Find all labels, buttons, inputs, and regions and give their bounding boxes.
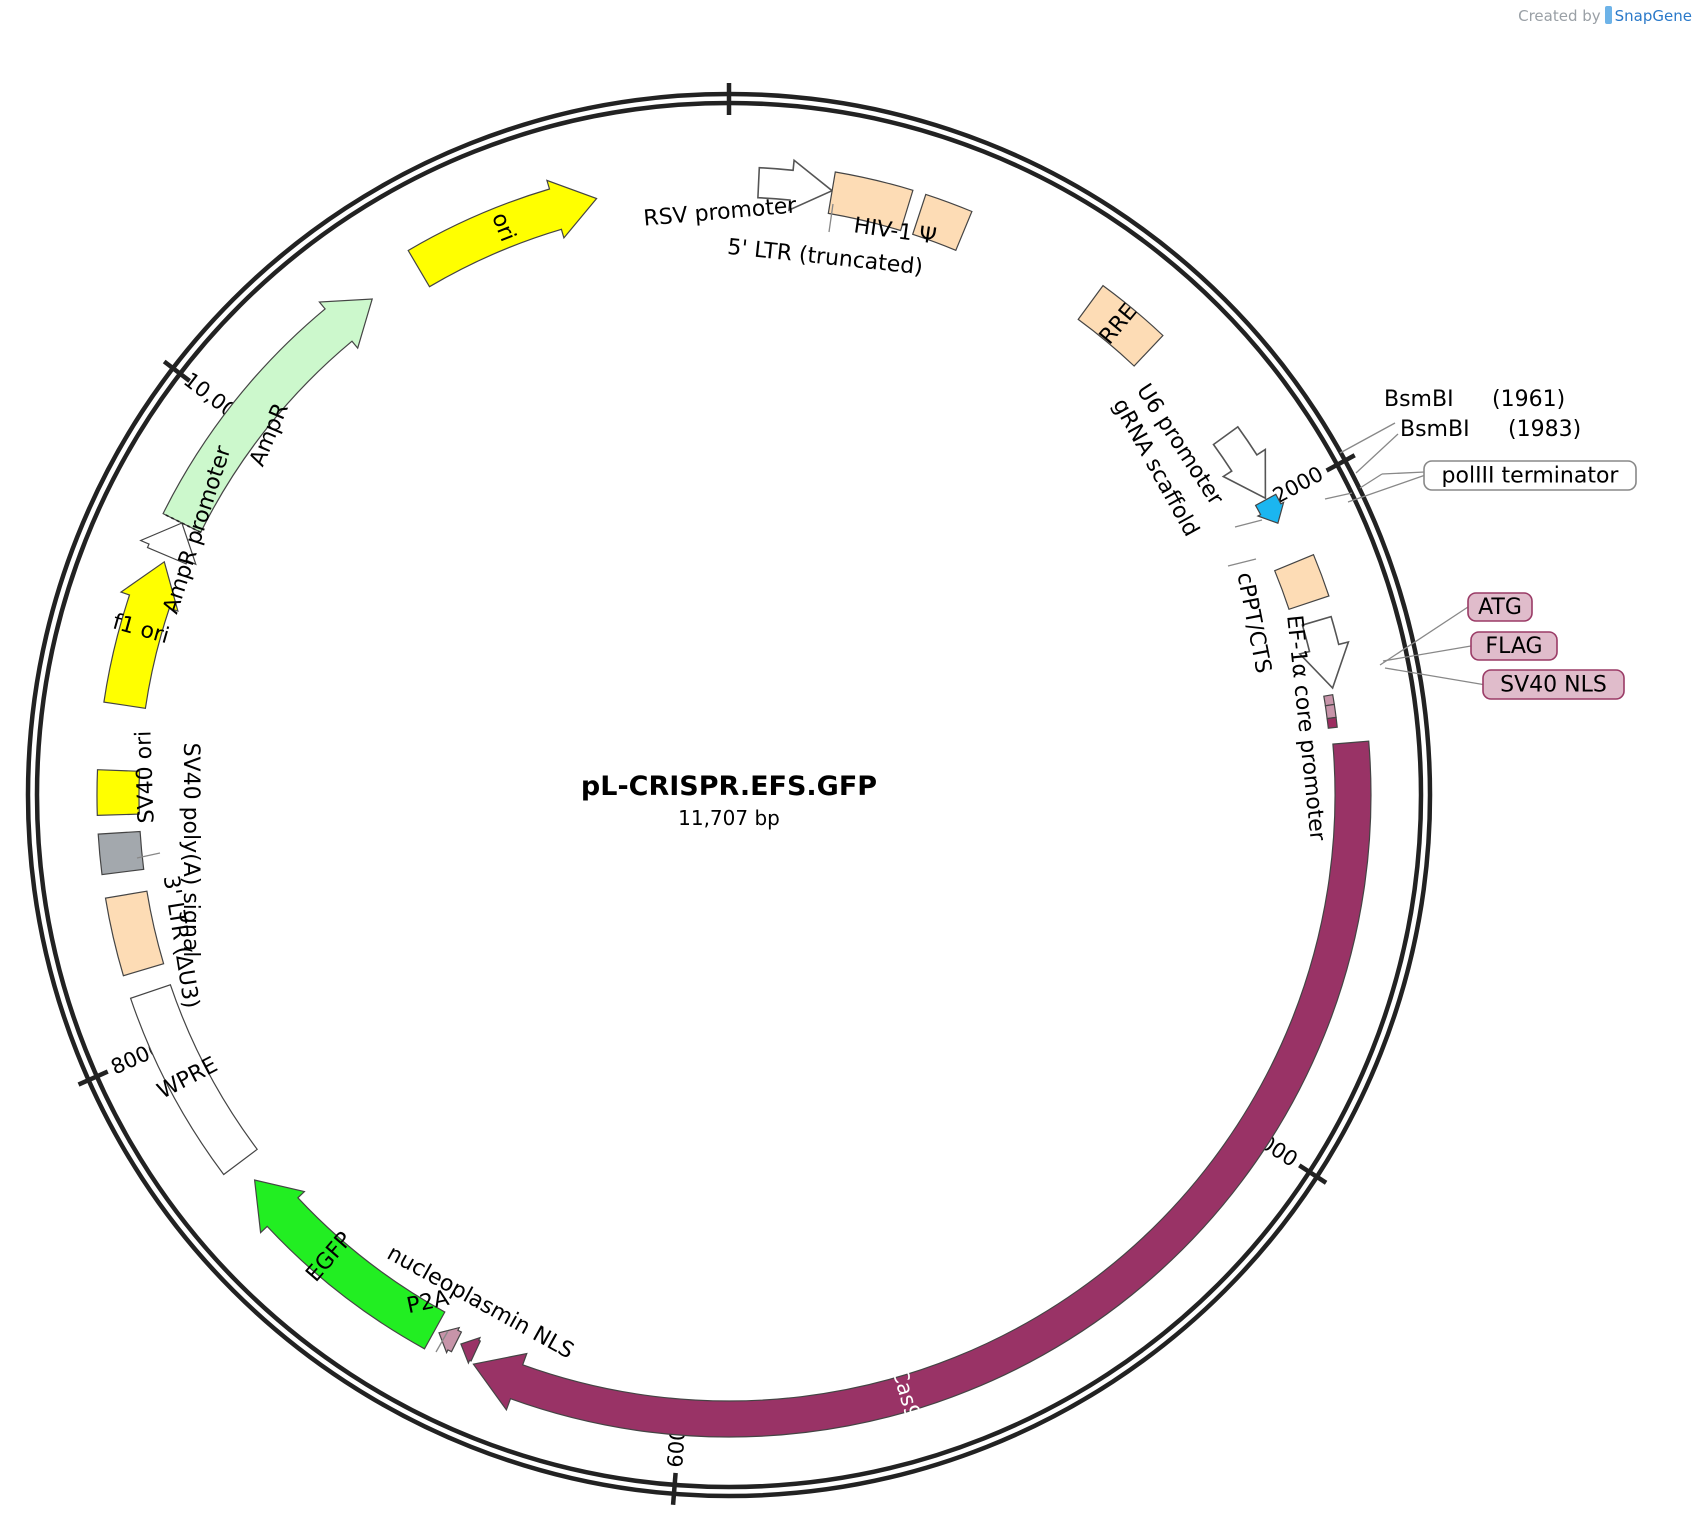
site-label: BsmBI xyxy=(1384,387,1454,412)
feature-sv40-nls xyxy=(1326,716,1338,729)
feature-p2a xyxy=(438,1326,463,1355)
snapgene-logo-icon xyxy=(1604,6,1612,24)
leader-line xyxy=(435,1330,449,1353)
feature-ampr xyxy=(162,298,374,534)
leader-line xyxy=(1381,471,1426,475)
feature-rre xyxy=(1077,284,1164,367)
ampr-promoter-boundary xyxy=(162,512,202,534)
label-cppt-cts: cPPT/CTS xyxy=(1231,570,1275,675)
tick-mark xyxy=(670,1472,678,1505)
tick-mark xyxy=(1325,453,1356,473)
callout-leader xyxy=(1379,606,1469,666)
feature-nucleoplasmin-nls xyxy=(460,1336,482,1365)
feature-ltr3 xyxy=(104,890,165,977)
feature-egfp xyxy=(253,1179,446,1350)
callout-box xyxy=(1482,669,1625,700)
callout-leader xyxy=(1384,667,1484,686)
plasmid-size: 11,707 bp xyxy=(678,806,780,830)
feature-grna-scaffold xyxy=(1254,493,1285,524)
feature-flag xyxy=(1324,703,1337,720)
credit: Created by SnapGene xyxy=(1518,6,1692,25)
callout-label: SV40 NLS xyxy=(1500,673,1607,698)
leader-line xyxy=(1324,492,1353,500)
features xyxy=(96,158,1372,1438)
feature-cppt-cts xyxy=(1273,553,1330,611)
label-sv40-polya: SV40 poly(A) signal xyxy=(178,743,203,958)
feature-rsv-promoter xyxy=(757,158,834,212)
feature-wpre xyxy=(129,984,259,1176)
feature-ef1a-core xyxy=(1298,615,1350,690)
leader-line xyxy=(136,852,161,859)
restriction-sites: BsmBI (1961) BsmBI (1983) xyxy=(1384,387,1581,442)
feature-ltr5 xyxy=(827,171,914,232)
feature-f1-ori xyxy=(103,560,179,709)
tick-mark xyxy=(162,359,191,383)
feature-sv40-ori xyxy=(96,769,141,817)
callout-label: FLAG xyxy=(1485,634,1542,659)
callout-leader xyxy=(1382,645,1472,662)
feature-hiv1-psi xyxy=(911,193,973,252)
feature-u6-promoter xyxy=(1212,425,1267,500)
site-position: (1961) xyxy=(1492,387,1565,412)
leader-line xyxy=(1359,473,1383,489)
plasmid-center-title: pL-CRISPR.EFS.GFP 11,707 bp xyxy=(581,771,877,830)
callout-box xyxy=(1423,460,1637,491)
plasmid-name: pL-CRISPR.EFS.GFP xyxy=(581,771,877,802)
leader-lines xyxy=(136,203,1426,1353)
leader-line xyxy=(1355,433,1399,474)
credit-prefix: Created by xyxy=(1518,7,1601,25)
leader-line xyxy=(828,203,834,233)
feature-sv40-polya xyxy=(97,830,145,876)
tick-mark xyxy=(1298,1163,1328,1185)
site-label: BsmBI xyxy=(1400,417,1470,442)
leader-line xyxy=(1227,558,1257,567)
leader-line xyxy=(1339,422,1396,454)
credit-brand: SnapGene xyxy=(1614,7,1692,25)
feature-ampr-promoter xyxy=(139,522,197,566)
callout-label: ATG xyxy=(1478,595,1522,620)
callout-box xyxy=(1470,631,1558,661)
callout-leader xyxy=(1347,474,1425,503)
callout-label: polIII terminator xyxy=(1442,464,1620,489)
label-rsv-promoter: RSV promoter xyxy=(642,193,798,231)
site-position: (1983) xyxy=(1508,417,1581,442)
callout-box xyxy=(1467,592,1533,622)
feature-ori xyxy=(407,179,598,288)
label-sv40-ori: SV40 ori xyxy=(131,730,159,823)
tick-mark xyxy=(77,1069,109,1087)
leader-line xyxy=(1234,519,1263,528)
feature-cas9 xyxy=(472,740,1372,1438)
